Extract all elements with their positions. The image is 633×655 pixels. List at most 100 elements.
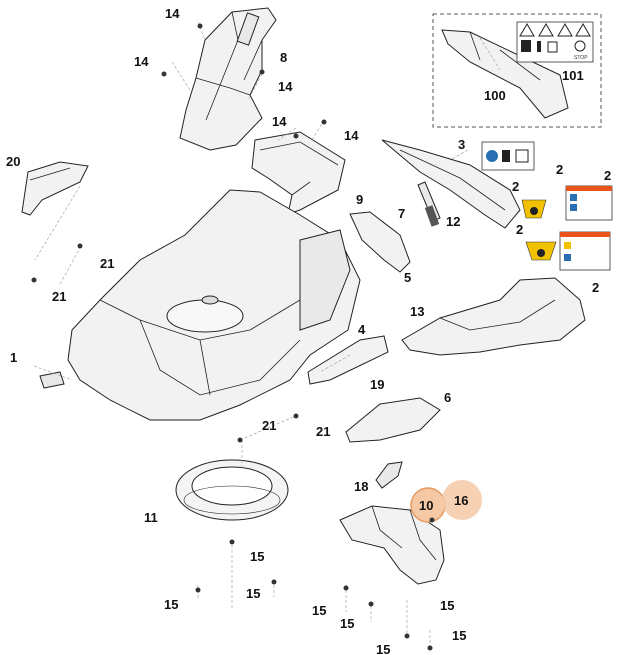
screw-21 bbox=[77, 243, 83, 249]
part-1-hub bbox=[201, 295, 219, 305]
callout-12[interactable]: 12 bbox=[446, 214, 460, 229]
part-19-skirt bbox=[307, 335, 389, 385]
part-1-plate bbox=[39, 371, 65, 389]
part-6-guard bbox=[345, 397, 441, 443]
callout-13[interactable]: 13 bbox=[410, 304, 424, 319]
screw-21 bbox=[293, 413, 299, 419]
callout-15[interactable]: 15 bbox=[340, 616, 354, 631]
highlight-circle-16[interactable] bbox=[442, 480, 482, 520]
callout-14[interactable]: 14 bbox=[272, 114, 287, 129]
safety-icon bbox=[547, 41, 558, 53]
callout-4[interactable]: 4 bbox=[358, 322, 366, 337]
person-icon bbox=[537, 41, 541, 52]
part-1-blade-housing bbox=[166, 299, 244, 333]
screw-14 bbox=[259, 69, 265, 75]
manual-icon bbox=[521, 40, 531, 52]
inset-box bbox=[432, 13, 602, 128]
person-icon bbox=[502, 150, 510, 162]
screw-14 bbox=[197, 23, 203, 29]
callout-10[interactable]: 10 bbox=[419, 498, 433, 513]
callout-7[interactable]: 7 bbox=[398, 206, 405, 221]
part-100-detail bbox=[469, 31, 541, 81]
warning-icon bbox=[530, 207, 538, 215]
warning-triangle-icon bbox=[575, 23, 591, 37]
part-100-rear-flap bbox=[441, 29, 569, 119]
callout-16[interactable]: 16 bbox=[454, 493, 468, 508]
callout-21[interactable]: 21 bbox=[262, 418, 276, 433]
safety-blue-icon bbox=[564, 254, 571, 261]
callout-14[interactable]: 14 bbox=[165, 6, 180, 21]
callout-15[interactable]: 15 bbox=[376, 642, 390, 655]
callout-18[interactable]: 18 bbox=[354, 479, 368, 494]
screw-15 bbox=[343, 585, 349, 591]
part-1-rear bbox=[299, 229, 351, 331]
foot-icon bbox=[515, 149, 529, 163]
safety-blue-icon bbox=[486, 150, 498, 162]
decal-header bbox=[566, 186, 612, 191]
callout-2[interactable]: 2 bbox=[556, 162, 563, 177]
leader-lines bbox=[33, 21, 501, 650]
part-18-clip bbox=[375, 461, 403, 489]
screw-15 bbox=[368, 601, 374, 607]
callout-21[interactable]: 21 bbox=[52, 289, 66, 304]
part-2-decal-lower bbox=[559, 231, 611, 271]
callout-11[interactable]: 11 bbox=[144, 510, 158, 525]
callout-15[interactable]: 15 bbox=[452, 628, 466, 643]
callout-14[interactable]: 14 bbox=[278, 79, 293, 94]
callout-2[interactable]: 2 bbox=[592, 280, 599, 295]
part-8-detail bbox=[195, 11, 263, 121]
callout-15[interactable]: 15 bbox=[250, 549, 264, 564]
part-5-bracket bbox=[349, 211, 411, 273]
warning-triangle-icon bbox=[538, 23, 554, 37]
callout-101[interactable]: 101 bbox=[562, 68, 584, 83]
part-9-detail bbox=[259, 141, 339, 196]
callout-3[interactable]: 3 bbox=[458, 137, 465, 152]
callout-20[interactable]: 20 bbox=[6, 154, 20, 169]
callout-14[interactable]: 14 bbox=[344, 128, 359, 143]
warning-triangle-icon bbox=[519, 23, 535, 37]
screw-14 bbox=[161, 71, 167, 77]
callout-100[interactable]: 100 bbox=[484, 88, 506, 103]
callout-21[interactable]: 21 bbox=[316, 424, 330, 439]
callout-2[interactable]: 2 bbox=[516, 222, 523, 237]
callout-2[interactable]: 2 bbox=[604, 168, 611, 183]
callout-15[interactable]: 15 bbox=[164, 597, 178, 612]
warning-triangle-icon bbox=[557, 23, 573, 37]
warning-icon bbox=[537, 249, 545, 257]
callout-9[interactable]: 9 bbox=[356, 192, 363, 207]
callout-8[interactable]: 8 bbox=[280, 50, 287, 65]
stop-icon bbox=[574, 40, 586, 52]
part-lower-detail bbox=[371, 505, 437, 561]
callout-2[interactable]: 2 bbox=[512, 179, 519, 194]
callout-21[interactable]: 21 bbox=[100, 256, 114, 271]
safety-blue-icon bbox=[570, 194, 577, 201]
callout-5[interactable]: 5 bbox=[404, 270, 411, 285]
part-11-rim bbox=[183, 485, 281, 515]
warning-icon bbox=[564, 242, 571, 249]
part-lower-housing bbox=[339, 505, 445, 585]
callout-15[interactable]: 15 bbox=[440, 598, 454, 613]
screw-21 bbox=[31, 277, 37, 283]
screw-15 bbox=[404, 633, 410, 639]
safety-blue-icon bbox=[570, 204, 577, 211]
decal-header bbox=[560, 232, 610, 237]
callout-15[interactable]: 15 bbox=[312, 603, 326, 618]
part-20-detail bbox=[29, 167, 71, 181]
screw-21 bbox=[237, 437, 243, 443]
callout-19[interactable]: 19 bbox=[370, 377, 384, 392]
screw-15 bbox=[229, 539, 235, 545]
callout-15[interactable]: 15 bbox=[246, 586, 260, 601]
screw-15 bbox=[427, 645, 433, 651]
callout-14[interactable]: 14 bbox=[134, 54, 149, 69]
part-8-slot bbox=[236, 12, 260, 46]
part-3-cover bbox=[381, 139, 521, 229]
screw-14 bbox=[293, 133, 299, 139]
callout-6[interactable]: 6 bbox=[444, 390, 451, 405]
callout-1[interactable]: 1 bbox=[10, 350, 17, 365]
part-13-detail bbox=[439, 299, 556, 331]
screw-15 bbox=[271, 579, 277, 585]
screw-10 bbox=[429, 517, 435, 523]
part-12-pin bbox=[424, 205, 440, 227]
